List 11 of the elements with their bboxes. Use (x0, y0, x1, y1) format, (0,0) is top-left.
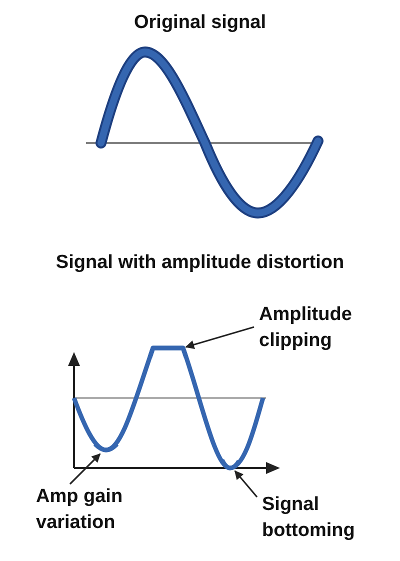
leader-arrow (185, 326, 254, 350)
heading: Original signal (133, 11, 267, 35)
callout-label: Signal bottoming (258, 492, 376, 544)
callout-label: Amp gain variation (32, 484, 146, 536)
waveform-segment (93, 442, 119, 452)
leader-arrow (69, 453, 101, 485)
heading: Signal with amplitude distortion (54, 251, 346, 275)
waveform-segment (220, 458, 241, 470)
callout-label: Amplitude clipping (255, 302, 379, 354)
waveform-segment (148, 346, 188, 358)
leader-arrow (234, 470, 258, 498)
